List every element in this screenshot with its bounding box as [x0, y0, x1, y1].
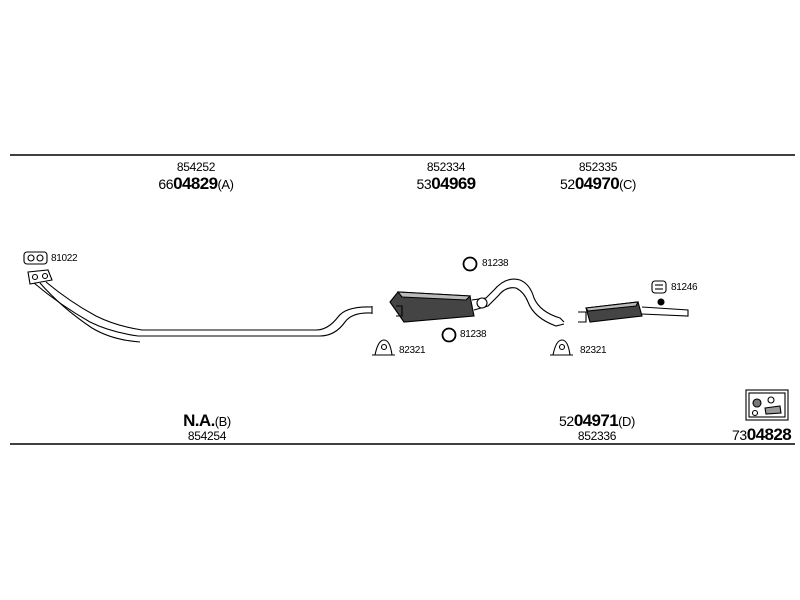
clamp-left-label: 82321 [399, 345, 426, 356]
rubber-hanger-icon [651, 280, 667, 306]
hanger-label: 81246 [671, 282, 698, 293]
part-d-prefix: 52 [559, 413, 574, 429]
part-c-main: 04970 [574, 174, 620, 193]
part-na-main: N.A. [183, 411, 215, 430]
part-b-number: 5304969 [416, 174, 476, 193]
gasket-icon [23, 251, 48, 265]
part-b-ref: 852334 [426, 160, 466, 174]
part-na-number: N.A.(B) [183, 412, 231, 429]
part-a-number: 6604829(A) [158, 174, 234, 193]
part-d-number: 5204971(D) [559, 412, 635, 429]
part-a-ref: 854252 [176, 160, 216, 174]
part-a-prefix: 66 [158, 176, 174, 192]
ring-lower-icon [441, 327, 457, 343]
part-b-prefix: 53 [416, 176, 432, 192]
part-a-main: 04829 [173, 174, 218, 193]
middle-silencer-drawing [389, 278, 565, 327]
part-na-suffix: (B) [214, 414, 232, 429]
kit-main: 04828 [746, 425, 792, 444]
gasket-label: 81022 [51, 253, 78, 264]
ring-upper-label: 81238 [482, 258, 509, 269]
part-c-suffix: (C) [619, 177, 636, 192]
ring-upper-icon [462, 256, 478, 272]
clamp-right-icon [550, 339, 573, 356]
part-c-ref: 852335 [578, 160, 618, 174]
clamp-left-icon [372, 339, 395, 356]
part-c-prefix: 52 [560, 176, 575, 192]
kit-number: 7304828 [732, 425, 792, 444]
part-c-number: 5204970(C) [560, 175, 636, 192]
rear-silencer-drawing [578, 301, 689, 323]
front-pipe-drawing [27, 269, 373, 343]
part-d-suffix: (D) [618, 414, 635, 429]
kit-box-icon [745, 389, 789, 421]
part-d-main: 04971 [573, 411, 619, 430]
kit-prefix: 73 [732, 427, 747, 443]
ring-lower-label: 81238 [460, 329, 487, 340]
part-b-main: 04969 [431, 174, 476, 193]
part-na-ref: 854254 [187, 429, 227, 443]
part-d-ref: 852336 [577, 429, 617, 443]
clamp-right-label: 82321 [580, 345, 607, 356]
part-a-suffix: (A) [217, 177, 234, 192]
